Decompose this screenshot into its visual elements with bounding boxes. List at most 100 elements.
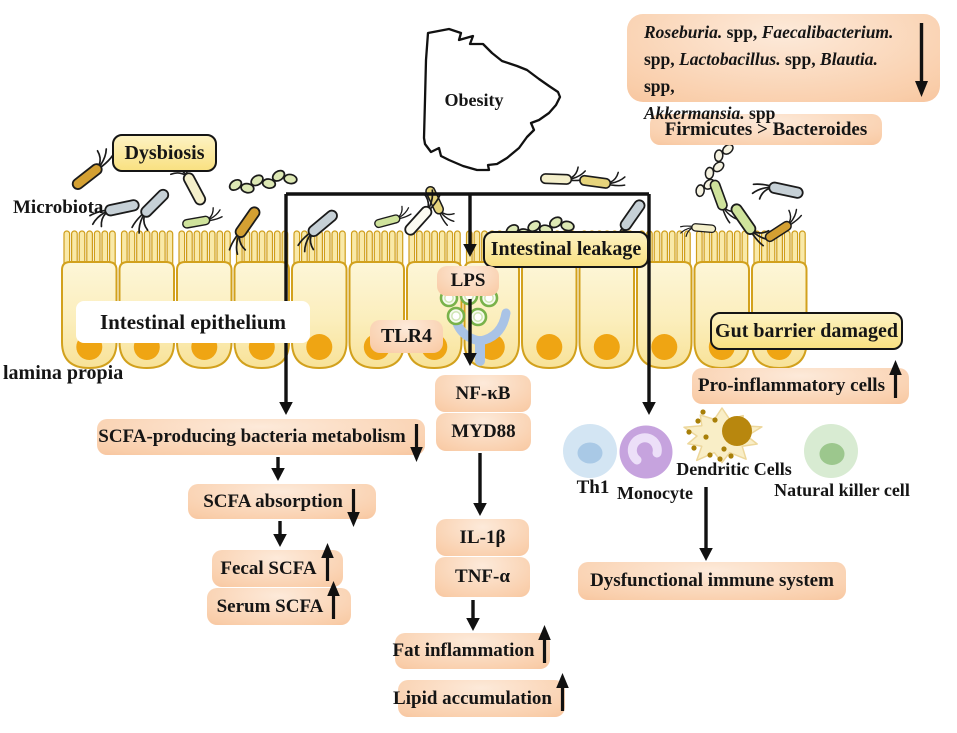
species-list-text: Roseburia. spp, Faecalibacterium. spp, La… <box>644 19 906 127</box>
arrowhead <box>699 548 713 561</box>
dysfunctional-box: Dysfunctional immune system <box>578 562 846 600</box>
pro-inflammatory-box: Pro-inflammatory cells <box>692 360 909 404</box>
arrowhead <box>273 534 287 547</box>
gut-barrier-box: Gut barrier damaged <box>710 312 903 350</box>
lipid-accumulation-box: Lipid accumulation <box>393 672 569 717</box>
il1b-box-label: IL-1β <box>459 526 506 548</box>
rod-bacterium-icon <box>297 209 338 253</box>
epithelial-cell <box>118 230 175 370</box>
th1-label: Th1 <box>576 477 610 498</box>
down-arrow-icon <box>346 488 360 527</box>
monocyte-label: Monocyte <box>617 483 693 503</box>
arrowhead <box>279 402 293 415</box>
nfkb-box: NF-κB <box>435 375 531 412</box>
firmicutes-box: Firmicutes > Bacteroides <box>650 114 882 145</box>
myd88-box: MYD88 <box>436 413 531 451</box>
granule-dot <box>700 409 706 415</box>
nk-label: Natural killer cell <box>774 480 910 500</box>
dendritic-label: Dendritic Cells <box>676 459 792 479</box>
granule-dot <box>717 456 723 462</box>
chain-bacterium-icon <box>228 169 298 194</box>
chain-bacterium-icon <box>695 143 734 198</box>
scfa-absorption-box-label: SCFA absorption <box>203 490 343 512</box>
rod-bacterium-icon <box>182 207 223 229</box>
immune-cells <box>563 407 858 479</box>
cell-nucleus <box>651 334 678 360</box>
species-line: spp, Lactobacillus. spp, Blautia. spp, <box>644 49 878 96</box>
scfa-metabolism-box: SCFA-producing bacteria metabolism <box>97 419 425 462</box>
lipid-accumulation-box-label: Lipid accumulation <box>393 687 552 709</box>
epithelial-cell <box>61 230 118 370</box>
dysbiosis-box: Dysbiosis <box>112 134 217 172</box>
up-arrow-icon <box>327 580 341 619</box>
rod-bacterium-icon <box>228 206 261 255</box>
firmicutes-box-label: Firmicutes > Bacteroides <box>664 118 868 140</box>
granule-dot <box>686 429 692 435</box>
intestinal-epithelium-label-label: Intestinal epithelium <box>99 309 287 334</box>
tnfa-box: TNF-α <box>435 557 530 597</box>
cell-nucleus <box>593 334 620 360</box>
obesity-body-outline <box>422 27 562 172</box>
granule-dot <box>721 446 727 452</box>
serum-scfa-box: Serum SCFA <box>207 580 351 625</box>
up-arrow-icon <box>556 672 569 711</box>
granule-dot <box>695 418 701 424</box>
obesity-label: Obesity <box>444 90 504 110</box>
scfa-absorption-box: SCFA absorption <box>188 484 376 527</box>
th1-cell-icon <box>563 424 617 478</box>
gut-barrier-box-label: Gut barrier damaged <box>715 319 898 342</box>
up-arrow-icon <box>320 542 334 581</box>
decreased-species-box: Roseburia. spp, Faecalibacterium. spp, La… <box>627 14 940 123</box>
lps-box-label: LPS <box>450 270 486 291</box>
dysfunctional-box-label: Dysfunctional immune system <box>590 570 834 591</box>
il1b-box: IL-1β <box>436 519 529 556</box>
rod-bacterium-icon <box>680 223 717 237</box>
intestinal-epithelium-label: Intestinal epithelium <box>76 301 310 343</box>
lps-box: LPS <box>437 266 499 296</box>
nfkb-box-label: NF-κB <box>455 382 511 404</box>
granule-dot <box>728 453 734 459</box>
granule-dot <box>691 445 697 451</box>
fat-inflammation-box: Fat inflammation <box>392 625 552 669</box>
arrowhead <box>473 503 487 516</box>
fat-inflammation-box-label: Fat inflammation <box>392 640 535 661</box>
rod-bacterium-icon <box>89 199 140 228</box>
arrowhead <box>463 353 477 366</box>
up-arrow-icon <box>889 360 902 398</box>
fecal-scfa-box: Fecal SCFA <box>212 542 343 587</box>
arrowhead <box>642 402 656 415</box>
arrowhead <box>463 244 477 257</box>
down-arrow-icon <box>915 23 928 97</box>
dendritic-cell-icon <box>683 407 763 464</box>
scfa-metabolism-box-label: SCFA-producing bacteria metabolism <box>98 426 406 447</box>
rod-bacterium-icon <box>425 185 455 227</box>
granule-dot <box>712 417 718 423</box>
rod-bacterium-icon <box>404 189 441 236</box>
down-arrow-icon <box>409 424 423 462</box>
epithelial-cell <box>233 230 290 370</box>
epithelial-cell <box>176 230 233 370</box>
arrowhead <box>271 468 285 481</box>
flow-arrows <box>271 192 713 631</box>
species-line: Roseburia. spp, Faecalibacterium. <box>644 22 894 42</box>
microbiota-label: Microbiota <box>13 197 104 218</box>
rod-bacterium-icon <box>751 181 804 200</box>
rod-bacterium-icon <box>579 171 626 189</box>
natural-killer-cell-icon <box>804 424 858 478</box>
up-arrow-icon <box>538 625 552 663</box>
intestinal-epithelium-cells <box>61 230 808 370</box>
lamina-propia-label: lamina propia <box>3 362 124 384</box>
tlr4-box: TLR4 <box>370 320 443 353</box>
granule-dot <box>707 452 713 458</box>
myd88-box-label: MYD88 <box>451 421 516 442</box>
arrowhead <box>466 618 480 631</box>
tlr4-box-label: TLR4 <box>380 325 433 347</box>
rod-bacterium-icon <box>374 205 412 229</box>
epithelial-cell <box>291 230 348 370</box>
tnfa-box-label: TNF-α <box>455 566 510 587</box>
cell-nucleus <box>306 334 333 360</box>
fecal-scfa-box-label: Fecal SCFA <box>220 557 317 579</box>
microbiota-bacteria <box>71 143 804 255</box>
granule-dot <box>703 434 709 440</box>
